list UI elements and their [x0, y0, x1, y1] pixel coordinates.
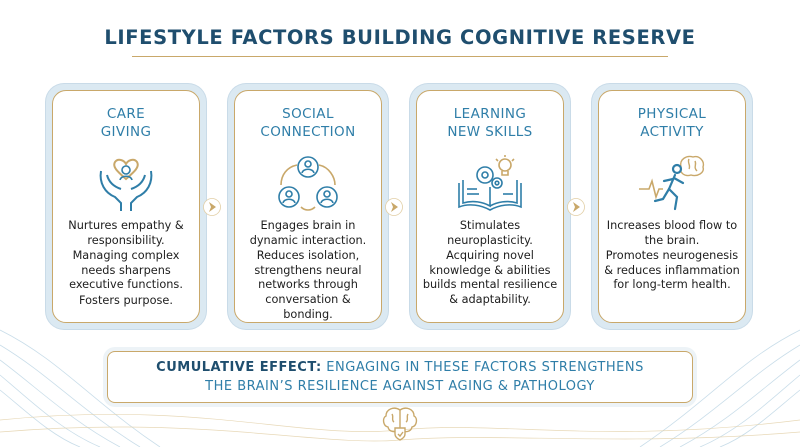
- card-paragraph: Promotes neurogenesis & reduces inflamma…: [604, 249, 740, 292]
- card-title-line: SOCIAL: [282, 106, 334, 122]
- card-title-line: ACTIVITY: [640, 124, 704, 140]
- effect-line-1: CUMULATIVE EFFECT: ENGAGING IN THESE FAC…: [108, 360, 692, 375]
- card-title: CARE GIVING: [53, 105, 199, 141]
- card-care-giving: CARE GIVING Nurtures empathy & responsib…: [46, 84, 206, 329]
- card-title: SOCIAL CONNECTION: [235, 105, 381, 141]
- chevron-right-icon: [385, 198, 403, 216]
- people-network-icon: [278, 156, 338, 211]
- card-paragraph: Reduces isolation, strengthens neural ne…: [254, 249, 362, 321]
- card-inner: CARE GIVING Nurtures empathy & responsib…: [52, 90, 200, 323]
- card-title: LEARNING NEW SKILLS: [417, 105, 563, 141]
- runner-brain-icon: [639, 155, 705, 211]
- cumulative-effect-box: CUMULATIVE EFFECT: ENGAGING IN THESE FAC…: [107, 351, 693, 403]
- card-title-line: GIVING: [100, 124, 152, 140]
- effect-line-1-rest: ENGAGING IN THESE FACTORS STRENGTHENS: [321, 360, 644, 375]
- card-title-line: LEARNING: [453, 106, 527, 122]
- card-inner: PHYSICAL ACTIVITY Increases blood flow t…: [598, 90, 746, 323]
- card-social-connection: SOCIAL CONNECTION Engages brain: [228, 84, 388, 329]
- card-title: PHYSICAL ACTIVITY: [599, 105, 745, 141]
- card-paragraph: Engages brain in dynamic interaction.: [249, 219, 367, 247]
- brain-shield-icon: [382, 407, 418, 441]
- card-inner: SOCIAL CONNECTION Engages brain: [234, 90, 382, 323]
- card-description: Increases blood flow to the brain. Promo…: [603, 219, 741, 294]
- card-paragraph: Acquiring novel knowledge & abilities bu…: [422, 249, 558, 306]
- chevron-right-icon: [567, 198, 585, 216]
- page-title: LIFESTYLE FACTORS BUILDING COGNITIVE RES…: [104, 26, 696, 49]
- chevron-right-icon: [203, 198, 221, 216]
- card-title-line: PHYSICAL: [637, 106, 707, 122]
- card-title-line: CONNECTION: [260, 124, 356, 140]
- card-physical-activity: PHYSICAL ACTIVITY Increases blood flow t…: [592, 84, 752, 329]
- card-title-line: NEW SKILLS: [447, 124, 533, 140]
- card-description: Engages brain in dynamic interaction. Re…: [239, 219, 377, 323]
- card-description: Stimulates neuroplasticity. Acquiring no…: [421, 219, 559, 309]
- card-learning-new-skills: LEARNING NEW SKILLS: [410, 84, 570, 329]
- heart-in-hands-icon: [99, 158, 153, 211]
- card-description: Nurtures empathy & responsibility. Manag…: [57, 219, 195, 310]
- effect-line-2: THE BRAIN’S RESILIENCE AGAINST AGING & P…: [205, 379, 595, 394]
- effect-lead: CUMULATIVE EFFECT:: [156, 360, 322, 375]
- title-divider: [132, 56, 668, 57]
- card-paragraph: Increases blood flow to the brain.: [606, 219, 738, 247]
- card-title-line: CARE: [106, 106, 146, 122]
- card-paragraph: Stimulates neuroplasticity.: [447, 219, 533, 247]
- card-inner: LEARNING NEW SKILLS: [416, 90, 564, 323]
- book-gears-lightbulb-icon: [458, 155, 522, 211]
- card-paragraph: Fosters purpose.: [79, 293, 173, 307]
- card-paragraph: Nurtures empathy & responsibility.: [68, 219, 184, 247]
- card-paragraph: Managing complex needs sharpens executiv…: [69, 249, 183, 292]
